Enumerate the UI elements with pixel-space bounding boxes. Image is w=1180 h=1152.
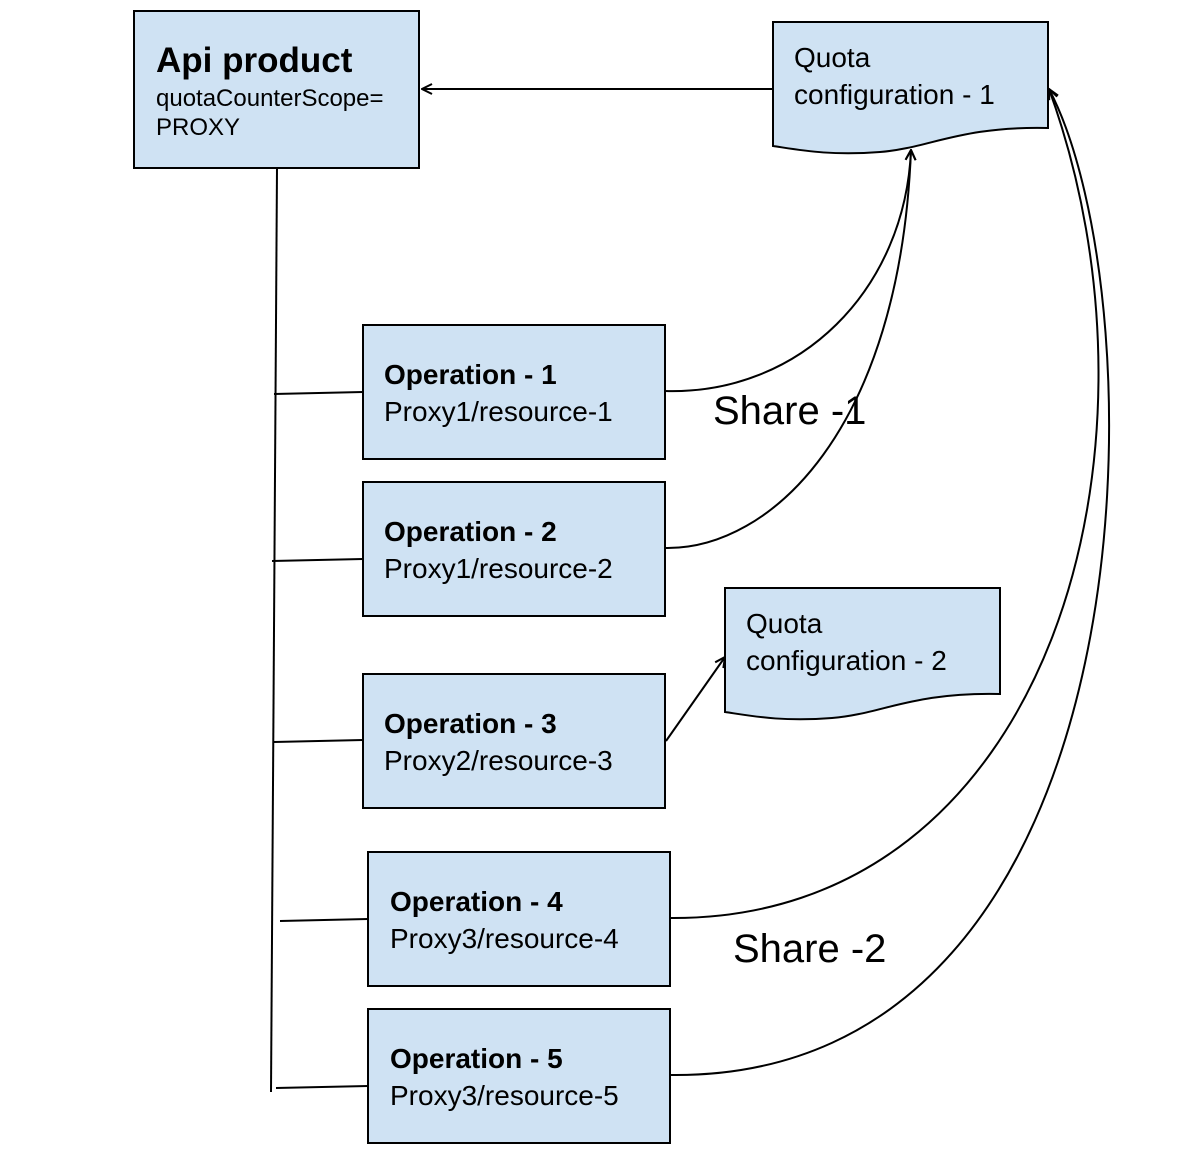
quota-config-1-shape <box>772 21 1049 155</box>
edge-trunk-to-operation-4 <box>279 918 369 922</box>
quota-config-2-shape <box>724 587 1001 721</box>
edge-trunk-to-operation-5 <box>275 1085 369 1089</box>
api-product-node: Api product quotaCounterScope= PROXY <box>133 10 420 169</box>
edge-operation-5-to-quota-config-1 <box>670 89 1110 1077</box>
edge-trunk-to-operation-2 <box>271 558 364 562</box>
operation-1-node: Operation - 1 Proxy1/resource-1 <box>362 324 666 460</box>
operation-1-path: Proxy1/resource-1 <box>384 396 613 427</box>
operation-2-path: Proxy1/resource-2 <box>384 553 613 584</box>
operation-3-title: Operation - 3 <box>384 708 557 739</box>
edge-operation-1-to-quota-config-1 <box>664 150 911 393</box>
edge-operation-3-to-quota-config-2 <box>665 657 725 742</box>
api-product-scope-value: PROXY <box>156 114 240 141</box>
operation-2-node: Operation - 2 Proxy1/resource-2 <box>362 481 666 617</box>
quota-config-2-node: Quota configuration - 2 <box>724 587 1001 721</box>
operation-4-node: Operation - 4 Proxy3/resource-4 <box>367 851 671 987</box>
operation-3-box <box>362 673 666 809</box>
operation-4-box <box>367 851 671 987</box>
quota-config-2-line1: Quota <box>746 608 823 639</box>
quota-config-1-line2: configuration - 1 <box>794 79 995 110</box>
edge-trunk-to-operation-1 <box>273 391 364 395</box>
edge-operation-2-to-quota-config-1 <box>664 150 911 550</box>
operation-1-box <box>362 324 666 460</box>
operation-3-node: Operation - 3 Proxy2/resource-3 <box>362 673 666 809</box>
operation-3-path: Proxy2/resource-3 <box>384 745 613 776</box>
operation-1-title: Operation - 1 <box>384 359 557 390</box>
api-product-scope-key: quotaCounterScope= <box>156 85 384 112</box>
operation-2-title: Operation - 2 <box>384 516 557 547</box>
operation-5-box <box>367 1008 671 1144</box>
edges <box>270 89 1110 1093</box>
edge-api-product-trunk <box>270 167 278 1093</box>
api-product-title: Api product <box>156 41 353 80</box>
edge-operation-4-to-quota-config-1 <box>670 89 1100 920</box>
operation-2-box <box>362 481 666 617</box>
operation-5-title: Operation - 5 <box>390 1043 563 1074</box>
operation-5-node: Operation - 5 Proxy3/resource-5 <box>367 1008 671 1144</box>
share-1-label: Share -1 <box>713 389 866 433</box>
quota-config-1-line1: Quota <box>794 42 871 73</box>
quota-config-1-node: Quota configuration - 1 <box>772 21 1049 155</box>
share-2-label: Share -2 <box>733 927 886 971</box>
operation-5-path: Proxy3/resource-5 <box>390 1080 619 1111</box>
quota-config-2-line2: configuration - 2 <box>746 645 947 676</box>
edge-trunk-to-operation-3 <box>273 739 364 743</box>
operation-4-path: Proxy3/resource-4 <box>390 923 619 954</box>
operation-4-title: Operation - 4 <box>390 886 563 917</box>
api-product-box <box>133 10 420 169</box>
